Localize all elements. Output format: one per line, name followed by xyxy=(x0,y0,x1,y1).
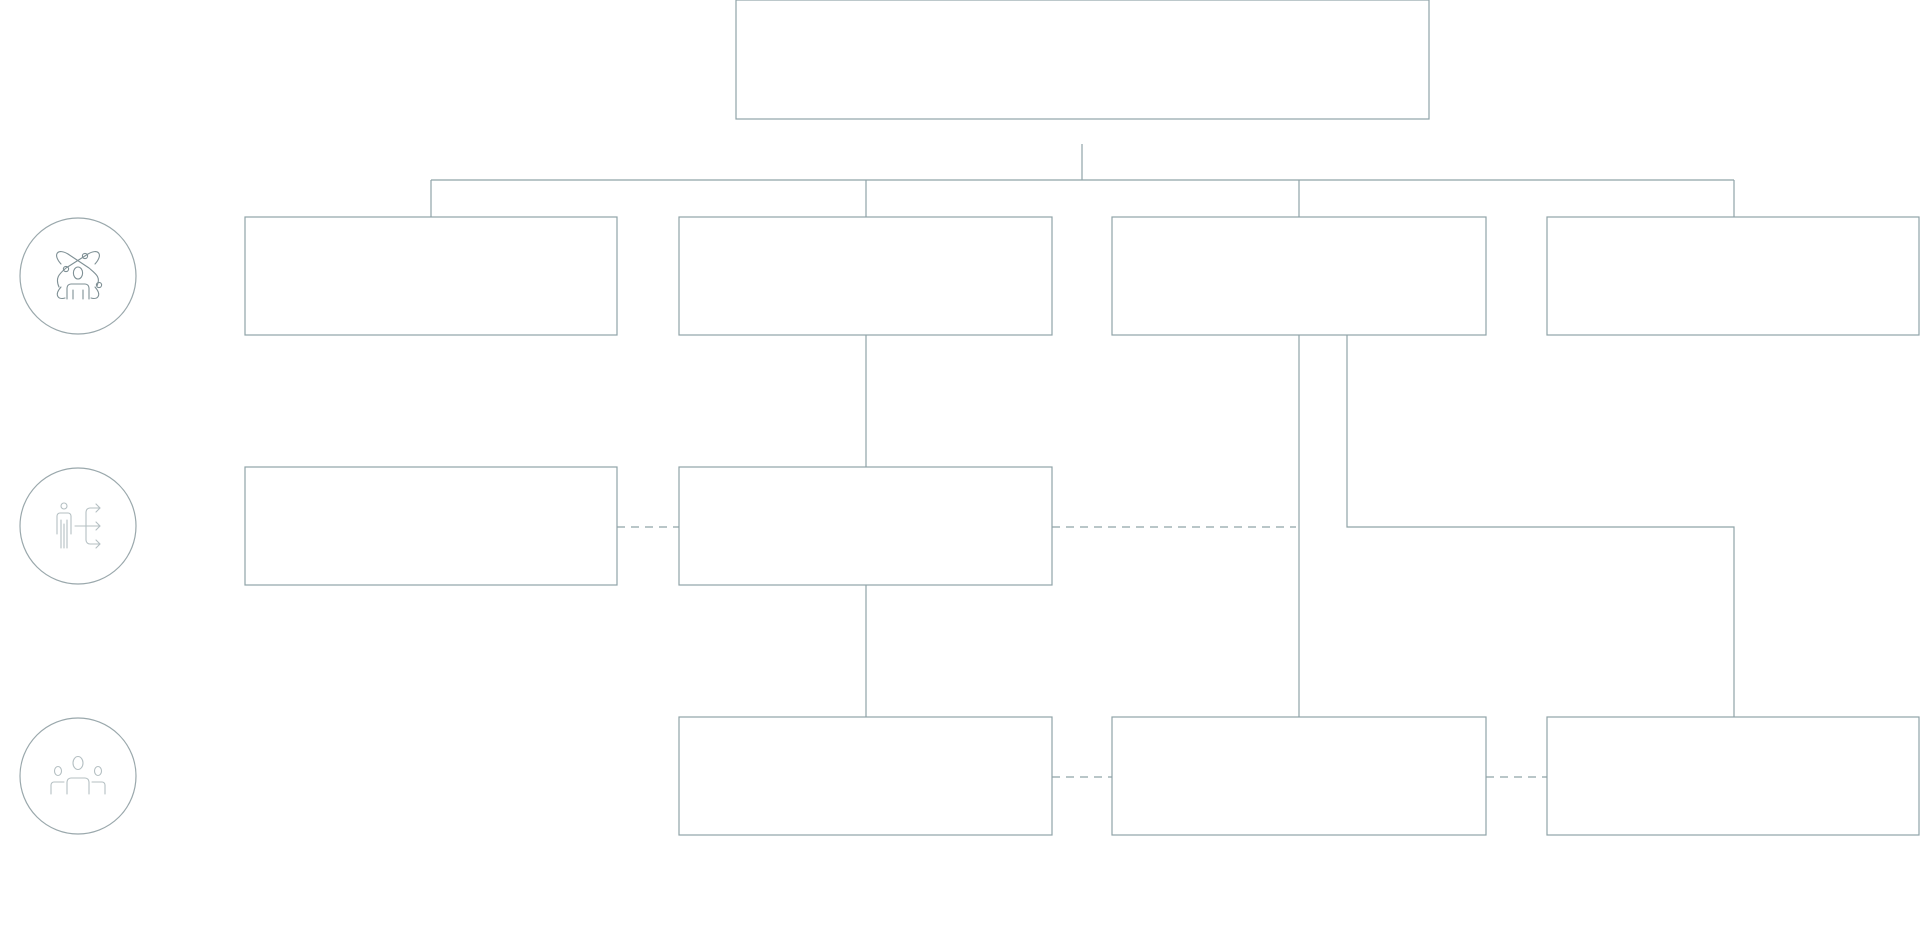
legend-circle-top xyxy=(19,217,137,335)
legend-circle-middle xyxy=(19,467,137,585)
level3-node[interactable] xyxy=(678,716,1053,836)
science-person-icon xyxy=(56,251,103,300)
level1-node[interactable] xyxy=(244,216,618,336)
level2-node[interactable] xyxy=(244,466,618,586)
connector-lines xyxy=(430,144,1735,778)
level3-node[interactable] xyxy=(1111,716,1487,836)
legend-circle-bottom xyxy=(19,717,137,835)
person-branching-arrows-icon xyxy=(56,502,101,549)
level1-node[interactable] xyxy=(1546,216,1920,336)
level1-node[interactable] xyxy=(678,216,1053,336)
elbow-connector xyxy=(1346,335,1735,717)
level1-node[interactable] xyxy=(1111,216,1487,336)
root-node[interactable] xyxy=(735,0,1430,120)
group-people-icon xyxy=(50,755,106,795)
level2-node[interactable] xyxy=(678,466,1053,586)
level3-node[interactable] xyxy=(1546,716,1920,836)
